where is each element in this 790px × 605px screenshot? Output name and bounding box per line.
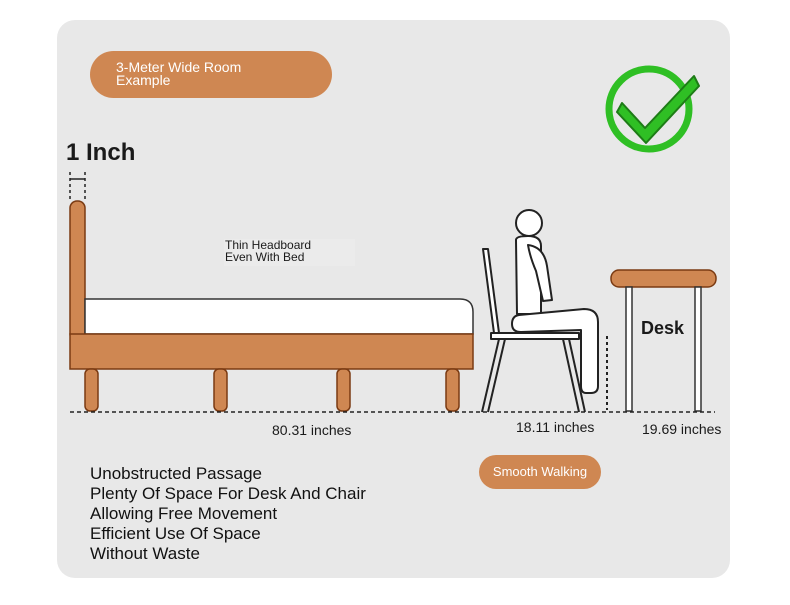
chair bbox=[481, 248, 586, 413]
inch-label: 1 Inch bbox=[66, 139, 136, 166]
checkmark-circle-icon bbox=[605, 65, 700, 153]
feature-list: Unobstructed Passage Plenty Of Space For… bbox=[90, 464, 366, 564]
bed bbox=[69, 200, 474, 412]
feature-item: Allowing Free Movement bbox=[90, 504, 278, 523]
feature-item: Efficient Use Of Space bbox=[90, 524, 261, 543]
feature-item: Plenty Of Space For Desk And Chair bbox=[90, 484, 366, 503]
walk-badge-label: Smooth Walking bbox=[492, 464, 588, 479]
room-badge-label: 3-Meter Wide Room Example bbox=[116, 59, 242, 88]
desk-label: Desk bbox=[641, 318, 685, 338]
desk-dimension-label: 19.69 inches bbox=[642, 421, 722, 437]
desk bbox=[610, 269, 717, 412]
headboard-note: Thin Headboard Even With Bed bbox=[224, 239, 355, 266]
walk-badge: Smooth Walking bbox=[479, 455, 601, 489]
chair-dimension-label: 18.11 inches bbox=[516, 419, 595, 435]
feature-item: Unobstructed Passage bbox=[90, 464, 262, 483]
feature-item: Without Waste bbox=[90, 544, 200, 563]
room-badge: 3-Meter Wide Room Example bbox=[90, 51, 332, 98]
bed-dimension-label: 80.31 inches bbox=[272, 422, 352, 438]
inch-marker bbox=[69, 172, 86, 200]
seated-person bbox=[511, 209, 608, 410]
